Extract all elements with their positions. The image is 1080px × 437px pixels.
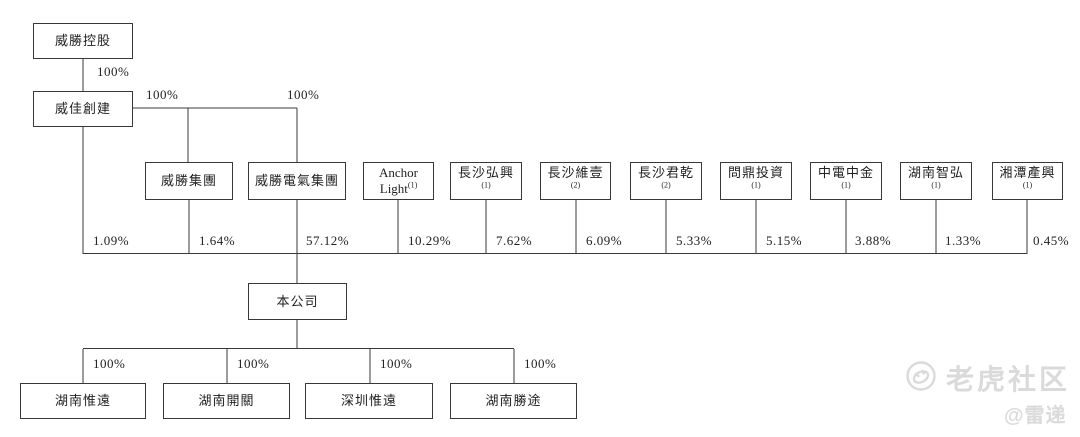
node-label: 湖南勝途 (485, 393, 542, 409)
node-label: 威勝電氣集團 (254, 173, 339, 189)
ownership-label: 3.88% (855, 233, 892, 248)
node-label: 中電中金(1) (817, 165, 874, 190)
node-shenzhen-weiyuan: 深圳惟遠 (305, 383, 433, 419)
ownership-label: 100% (237, 356, 270, 371)
ownership-label: 1.33% (945, 233, 982, 248)
node-label: 深圳惟遠 (340, 393, 397, 409)
node-label: 威勝控股 (54, 33, 111, 49)
node-wending-investment: 問鼎投資(1) (720, 162, 792, 200)
node-weijia-chuangjian: 威佳創建 (33, 91, 133, 127)
node-xiangtan-chanxing: 湘潭產興(1) (992, 162, 1063, 200)
watermark-brand: 老虎社区 (946, 364, 1071, 395)
ownership-label: 100% (93, 356, 126, 371)
ownership-label: 6.09% (586, 233, 623, 248)
node-label: 威佳創建 (54, 101, 111, 117)
node-weisheng-group: 威勝集團 (145, 162, 233, 200)
watermark-author: @雷递 (1004, 405, 1067, 427)
node-label: 湖南開關 (198, 393, 255, 409)
node-hunan-weiyuan: 湖南惟遠 (20, 383, 146, 419)
ownership-label: 5.33% (676, 233, 713, 248)
ownership-label: 57.12% (306, 233, 350, 248)
node-changsha-weiyi: 長沙維壹(2) (540, 162, 611, 200)
ownership-label: 100% (524, 356, 557, 371)
ownership-label: 100% (380, 356, 413, 371)
node-hunan-zhihong: 湖南智弘(1) (900, 162, 972, 200)
ownership-label: 100% (97, 64, 130, 79)
node-the-company: 本公司 (248, 283, 347, 320)
node-label: 湘潭產興(1) (999, 165, 1056, 190)
node-label: 本公司 (276, 293, 319, 309)
ownership-label: 100% (287, 87, 320, 102)
node-label: 問鼎投資(1) (727, 165, 784, 190)
node-hunan-shengtu: 湖南勝途 (450, 383, 577, 419)
node-changsha-hongxing: 長沙弘興(1) (450, 162, 522, 200)
ownership-label: 1.64% (199, 233, 236, 248)
ownership-label: 1.09% (93, 233, 130, 248)
node-label: 湖南惟遠 (54, 393, 111, 409)
node-zhongdian-zhongjin: 中電中金(1) (810, 162, 882, 200)
ownership-label: 0.45% (1033, 233, 1070, 248)
ownership-label: 100% (146, 87, 179, 102)
ownership-label: 7.62% (496, 233, 533, 248)
node-label: Anchor Light(1) (379, 165, 418, 196)
node-weisheng-electric-group: 威勝電氣集團 (248, 162, 346, 200)
ownership-label: 10.29% (408, 233, 452, 248)
node-label: 威勝集團 (160, 173, 217, 189)
ownership-label: 5.15% (766, 233, 803, 248)
node-changsha-junqian: 長沙君乾(2) (630, 162, 702, 200)
node-label: 長沙維壹(2) (547, 165, 604, 190)
node-hunan-kaiguan: 湖南開關 (163, 383, 290, 419)
node-weisheng-holdings: 威勝控股 (33, 23, 133, 59)
tiger-face-icon (906, 361, 936, 391)
node-anchor-light: Anchor Light(1) (363, 162, 434, 200)
node-label: 長沙弘興(1) (457, 165, 514, 190)
node-label: 長沙君乾(2) (637, 165, 694, 190)
node-label: 湖南智弘(1) (907, 165, 964, 190)
